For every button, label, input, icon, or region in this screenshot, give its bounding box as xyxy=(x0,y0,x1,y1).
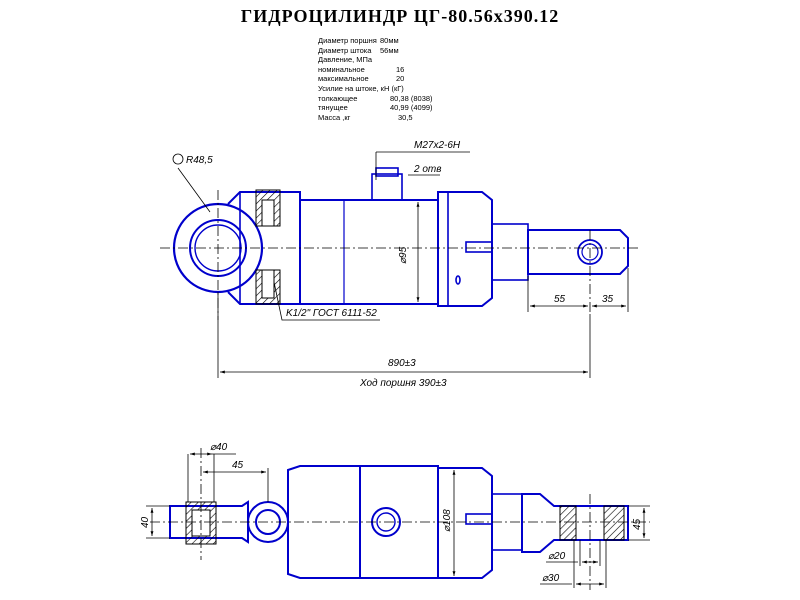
label-dim-55: 55 xyxy=(554,294,566,305)
rod-end-hatch-1 xyxy=(559,505,577,541)
bottom-gland-slot xyxy=(465,513,493,525)
spec-label: максимальное xyxy=(318,74,369,84)
spec-label: номинальное xyxy=(318,64,365,74)
rod-eye xyxy=(527,229,629,275)
label-dim-40-left: 40 xyxy=(140,516,151,528)
spec-label: Давление, МПа xyxy=(318,55,373,65)
label-radius: R48,5 xyxy=(186,155,213,166)
spec-label: Масса ,кг xyxy=(318,112,351,122)
gland-slot xyxy=(465,241,493,253)
top-dimensions xyxy=(172,151,629,378)
spec-row: Масса ,кг 30,5 xyxy=(318,113,498,123)
rod-end-hatch-2 xyxy=(603,505,625,541)
bottom-port-inner xyxy=(376,512,396,532)
spec-label: тянущее xyxy=(318,103,348,113)
spec-value: 20 xyxy=(396,74,405,84)
spec-row: Диаметр штока 56мм xyxy=(318,46,498,56)
label-thread: M27x2-6H xyxy=(414,140,461,151)
label-dim-35: 35 xyxy=(602,294,614,305)
label-dia-95: ⌀95 xyxy=(398,246,409,264)
spec-label: Усилие на штоке, кН (кГ) xyxy=(318,83,404,93)
spec-row: толкающее 80,38 (8038) xyxy=(318,94,498,104)
piston-rod xyxy=(491,223,529,281)
spec-row: номинальное 16 xyxy=(318,65,498,75)
spec-row: тянущее 40,99 (4099) xyxy=(318,103,498,113)
drawing-title: ГИДРОЦИЛИНДР ЦГ-80.56х390.12 xyxy=(240,6,560,26)
label-thread-count: 2 отв xyxy=(413,164,441,175)
label-port: K1/2" ГОСТ 6111-52 xyxy=(286,308,377,319)
bottom-dimensions xyxy=(146,452,650,588)
spec-label: толкающее xyxy=(318,93,358,103)
spec-value: 40,99 (4099) xyxy=(390,103,433,113)
port-upper-hole xyxy=(261,199,275,227)
label-dia-108: ⌀108 xyxy=(442,509,453,532)
label-total-length: 890±3 xyxy=(388,358,416,369)
label-dia-40: ⌀40 xyxy=(210,442,228,453)
gland-screw xyxy=(455,275,461,285)
spec-row: максимальное 20 xyxy=(318,74,498,84)
label-dim-45-right: 45 xyxy=(632,518,643,530)
label-dia-30: ⌀30 xyxy=(542,573,560,584)
spec-value: 80,38 (8038) xyxy=(390,93,433,103)
cylinder-tube xyxy=(299,199,439,305)
port-boss-cap xyxy=(375,167,399,177)
port-lower-hole xyxy=(261,269,275,299)
spec-value: 30,5 xyxy=(398,112,413,122)
gland xyxy=(437,191,493,307)
bottom-centrelines xyxy=(150,448,650,590)
label-dia-20: ⌀20 xyxy=(548,551,566,562)
label-stroke: Ход поршня 390±3 xyxy=(359,378,447,389)
spec-value: 16 xyxy=(396,64,405,74)
port-boss xyxy=(371,173,403,201)
spec-value: 80мм xyxy=(380,36,399,45)
label-dim-45-top: 45 xyxy=(232,460,244,471)
spec-row: Давление, МПа xyxy=(318,55,498,65)
spec-label: Диаметр штока xyxy=(318,45,372,55)
drawing-labels: R48,5 M27x2-6H 2 отв ⌀95 K1/2" ГОСТ 6111… xyxy=(140,140,643,584)
bottom-gland xyxy=(437,467,493,579)
spec-label: Диаметр поршня xyxy=(318,36,377,45)
spec-value: 56мм xyxy=(380,45,399,55)
spec-row: Усилие на штоке, кН (кГ) xyxy=(318,84,498,94)
top-view xyxy=(172,167,629,307)
